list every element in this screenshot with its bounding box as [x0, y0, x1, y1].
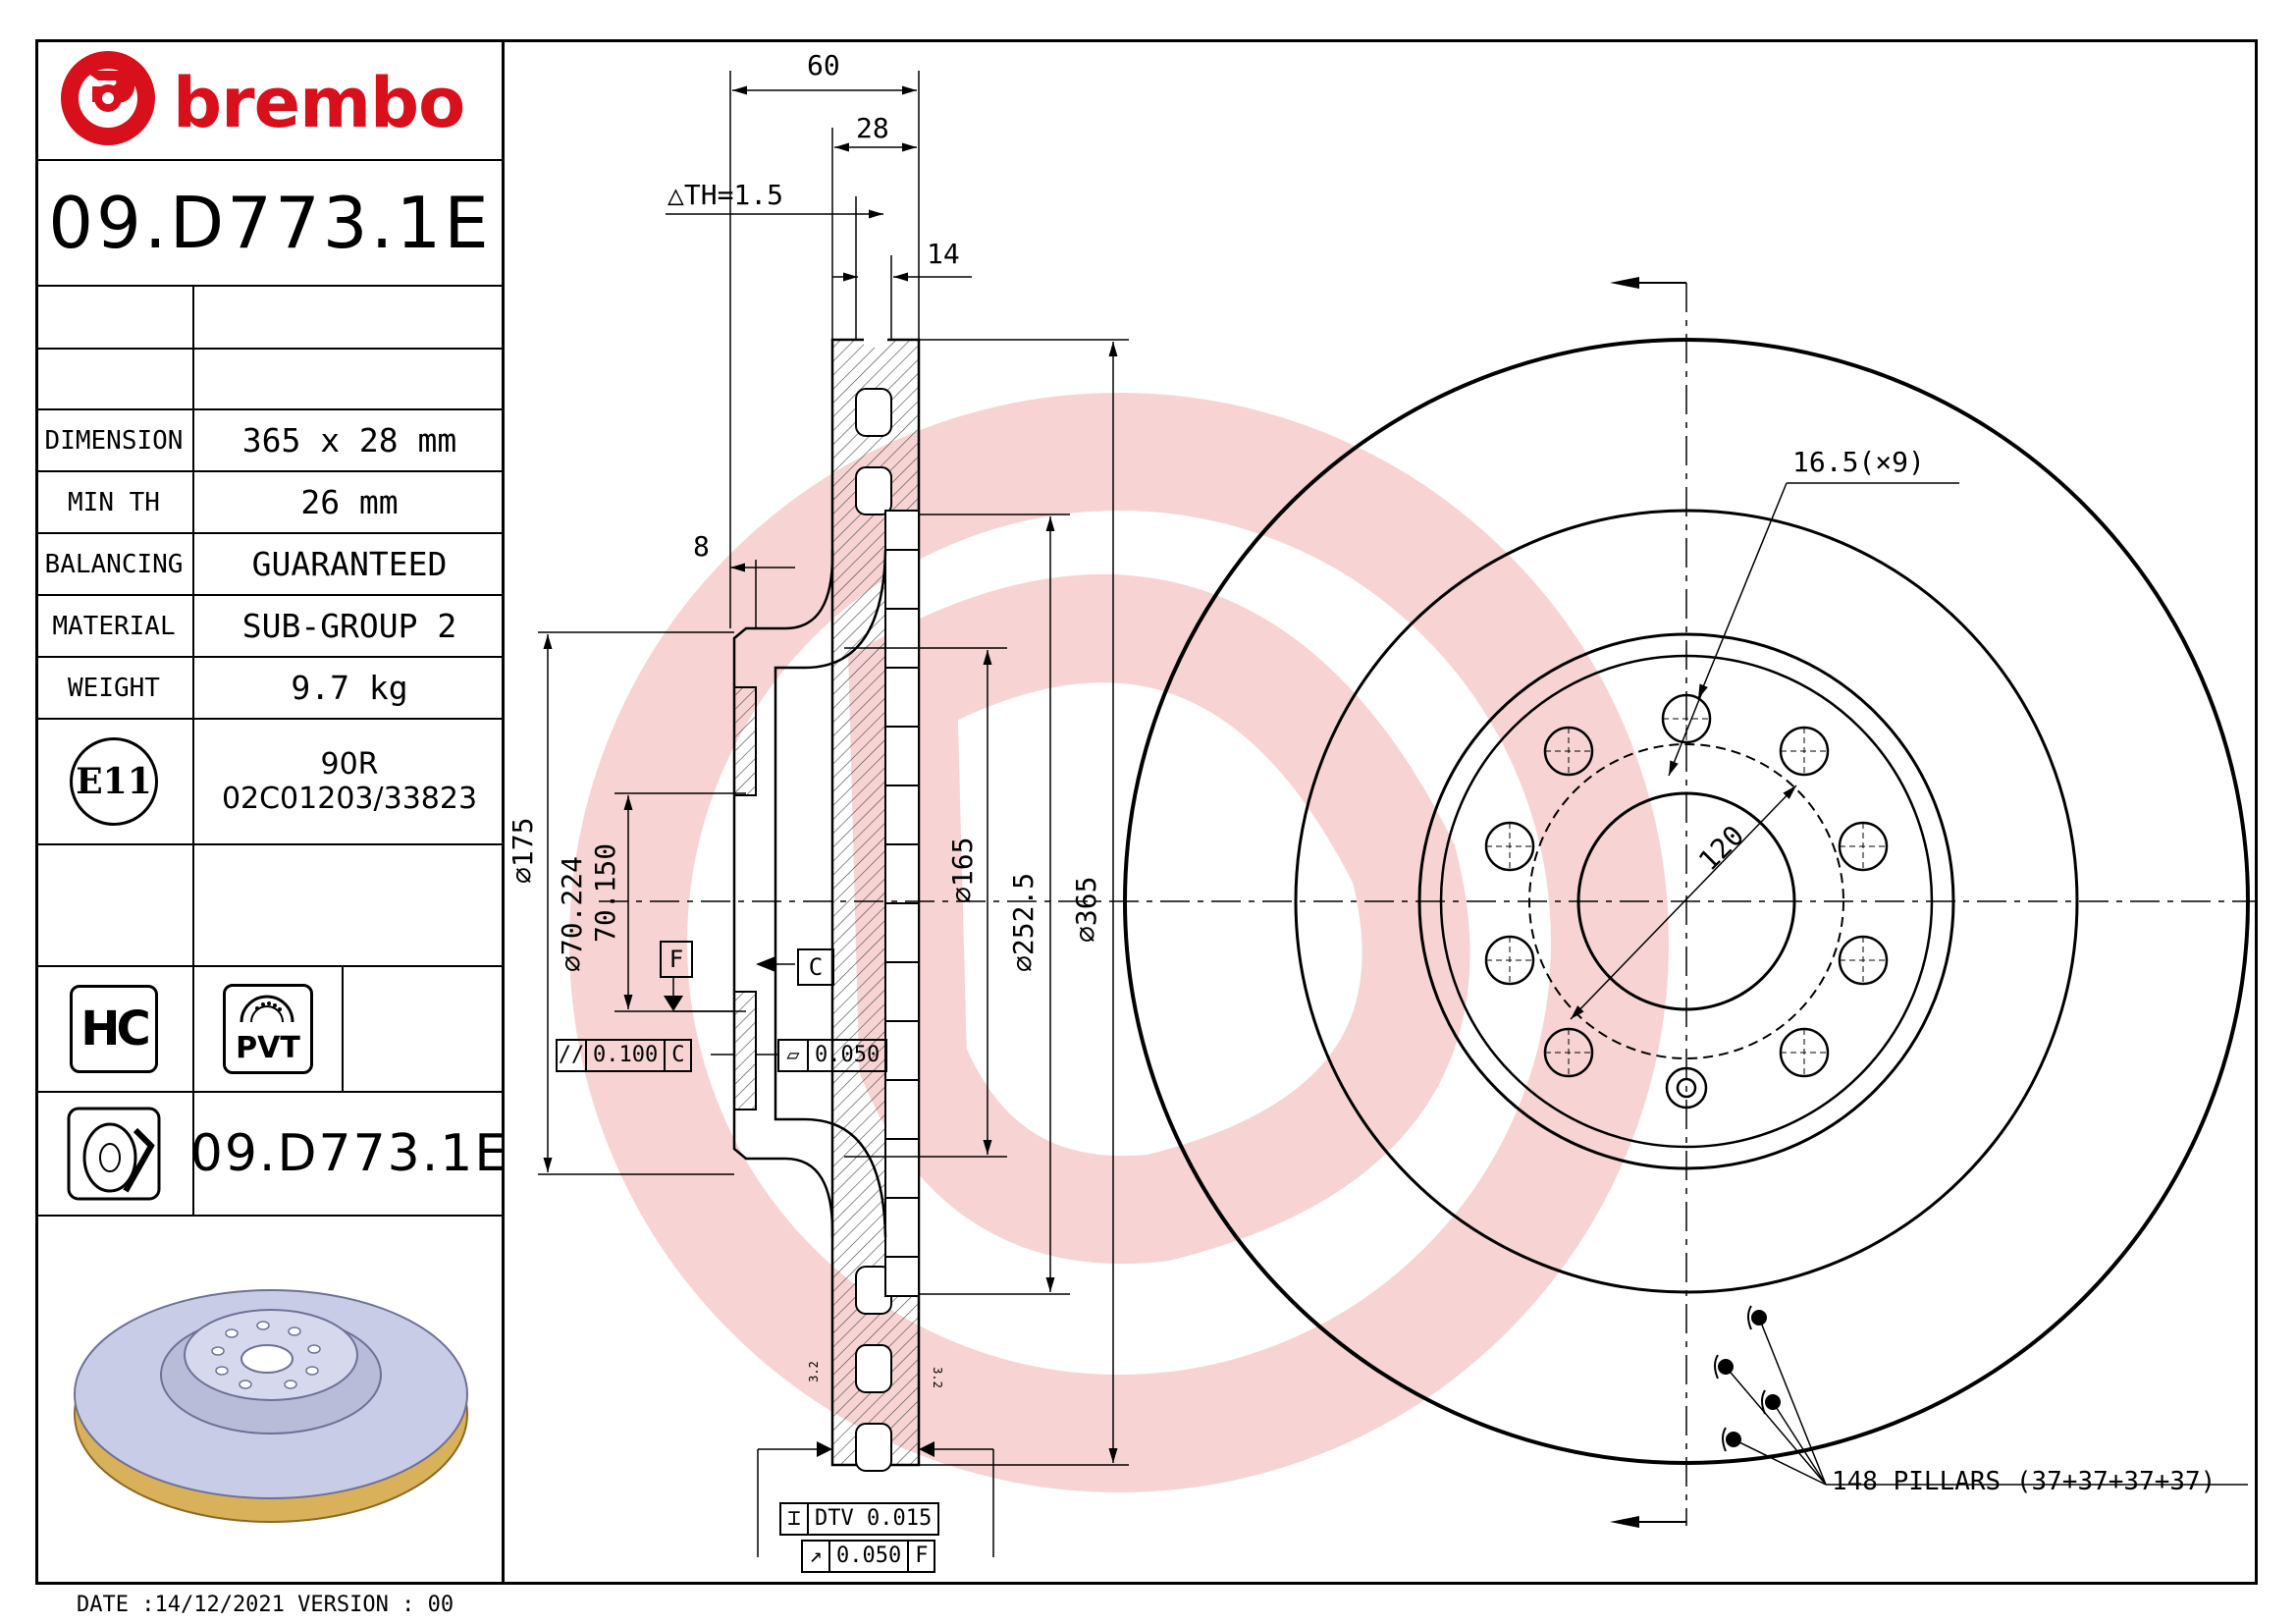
spec-row: MIN TH 26 mm: [35, 472, 505, 534]
footer-part-row: 09.D773.1E: [35, 1093, 509, 1217]
dim-dia70b: 70.150: [589, 842, 621, 943]
spec-row: DIMENSION 365 x 28 mm: [35, 410, 505, 472]
runout-value: 0.050: [830, 1542, 910, 1571]
dim-60: 60: [807, 49, 840, 81]
spec-value: 26 mm: [300, 483, 399, 521]
roughness-right: 3.2: [930, 1367, 944, 1388]
bolt-hole-label: 16.5(×9): [1792, 446, 1925, 478]
approval-text: 90R 02C01203/33823: [194, 720, 505, 843]
footer-part-number: 09.D773.1E: [189, 1124, 509, 1183]
dimension-lines: [538, 71, 2258, 1557]
approval-line-2: 02C01203/33823: [221, 782, 478, 816]
disc-3d-render: [74, 1289, 468, 1523]
info-panel: brembo 09.D773.1E DIMENSION 365 x 28 mm …: [35, 39, 509, 1585]
roughness-left: 3.2: [806, 1361, 821, 1382]
dim-dia165: ⌀165: [946, 837, 979, 903]
dtv-value: DTV 0.015: [815, 1506, 933, 1531]
spec-value: GUARANTEED: [251, 545, 448, 583]
dim-dia175: ⌀175: [507, 817, 539, 884]
e-mark-label: E11: [70, 737, 158, 826]
hc-badge-label: HC: [70, 985, 158, 1073]
spec-value: 9.7 kg: [291, 669, 408, 707]
e-mark-icon: E11: [35, 720, 192, 843]
divider: [342, 967, 344, 1091]
part-number: 09.D773.1E: [48, 182, 492, 264]
spec-label: WEIGHT: [68, 673, 160, 703]
hc-badge: HC: [35, 967, 192, 1091]
drawing-frame: [35, 39, 2258, 1585]
disc-wear-icon: [35, 1093, 192, 1215]
pillar-disc-icon: [240, 995, 294, 1023]
runout-icon: ↗: [803, 1542, 830, 1571]
parallelism-icon: //: [558, 1041, 587, 1070]
pvt-badge: PVT: [194, 967, 342, 1091]
blank-row-2: [35, 350, 505, 410]
spec-row: WEIGHT 9.7 kg: [35, 658, 505, 720]
badge-row: HC PVT: [35, 967, 505, 1093]
flatness-icon: ▱: [779, 1041, 809, 1070]
dim-dia70a: ⌀70.224: [556, 855, 588, 972]
divider: [192, 967, 194, 1217]
dim-th: △TH=1.5: [667, 179, 784, 211]
dtv-frame: ⌶ DTV 0.015: [779, 1502, 940, 1536]
dim-28: 28: [856, 112, 889, 144]
spec-row: MATERIAL SUB-GROUP 2: [35, 596, 505, 658]
datum-c: C: [797, 948, 834, 986]
pvt-badge-label: PVT: [236, 1031, 300, 1065]
pillars-label: 148 PILLARS (37+37+37+37): [1832, 1467, 2216, 1496]
brand-name: brembo: [173, 63, 465, 143]
date-version: DATE :14/12/2021 VERSION : 00: [77, 1593, 454, 1617]
runout-datum: F: [915, 1543, 929, 1568]
part-number-row: 09.D773.1E: [35, 161, 505, 287]
divider: [192, 410, 194, 845]
parallelism-datum: C: [671, 1043, 685, 1067]
parallelism-frame: // 0.100 C: [556, 1039, 693, 1072]
dim-14: 14: [927, 238, 960, 270]
spec-label: BALANCING: [44, 549, 184, 579]
dim-dia252: ⌀252.5: [1007, 872, 1040, 972]
approval-row: E11 90R 02C01203/33823: [35, 720, 505, 845]
approval-line-1: 90R: [320, 747, 379, 782]
blank-row-3: [35, 845, 505, 967]
spec-label: MATERIAL: [52, 611, 176, 641]
divider: [192, 287, 194, 410]
section-view: [732, 334, 921, 1472]
runout-frame: ↗ 0.050 F: [801, 1540, 936, 1573]
flatness-value: 0.050: [815, 1043, 881, 1067]
dtv-icon: ⌶: [781, 1504, 809, 1534]
flatness-frame: ▱ 0.050: [777, 1039, 888, 1072]
logo-row: brembo: [35, 39, 505, 161]
spec-row: BALANCING GUARANTEED: [35, 534, 505, 596]
spec-label: DIMENSION: [44, 425, 184, 456]
brembo-logo-icon: [61, 51, 155, 145]
spec-label: MIN TH: [68, 487, 160, 517]
dim-dia365: ⌀365: [1070, 876, 1102, 943]
spec-value: SUB-GROUP 2: [241, 607, 457, 645]
spec-value: 365 x 28 mm: [241, 421, 457, 460]
datum-f: F: [660, 941, 693, 978]
dim-8: 8: [693, 530, 710, 563]
divider: [192, 845, 194, 967]
parallelism-value: 0.100: [587, 1041, 667, 1070]
blank-row-1: [35, 287, 505, 350]
front-view: [1123, 277, 2250, 1528]
